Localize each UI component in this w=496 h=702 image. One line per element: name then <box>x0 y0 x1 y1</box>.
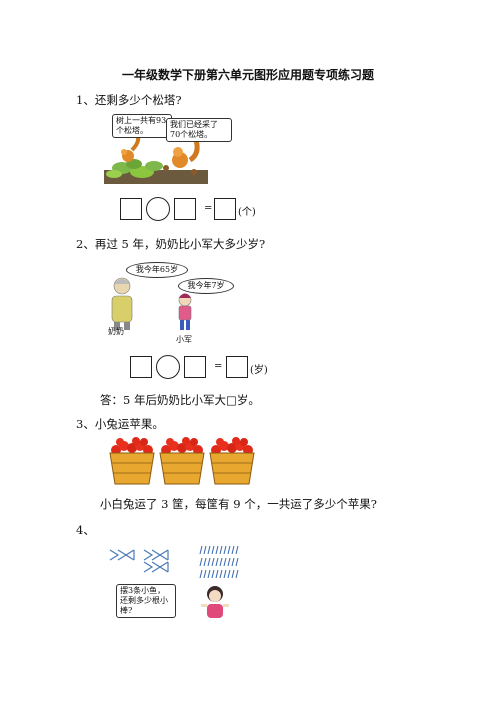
boy-figure <box>172 292 198 332</box>
question-1-illustration <box>102 110 210 188</box>
speech-bubble-right: 我们已经采了70个松塔。 <box>166 118 232 142</box>
girl-figure <box>200 584 230 620</box>
page-title: 一年级数学下册第六单元图形应用题专项练习题 <box>121 68 374 82</box>
answer-box <box>184 356 206 378</box>
question-2-answer: 答：5 年后奶奶比小军大□岁。 <box>100 393 260 407</box>
boy-speech-bubble: 我今年7岁 <box>178 278 234 294</box>
question-1-text: 1、还剩多少个松塔? <box>76 93 182 107</box>
answer-box <box>120 198 142 220</box>
girl-picture <box>201 586 229 618</box>
operator-circle <box>146 197 170 221</box>
stick-fish-picture <box>143 561 169 573</box>
apple-basket-picture <box>109 437 255 485</box>
stick-fish-picture <box>109 549 169 561</box>
question-3-question: 小白兔运了 3 筐，每筐有 9 个，一共运了多少个苹果? <box>100 497 377 511</box>
stick-fish <box>108 546 172 570</box>
boy-picture <box>178 293 192 330</box>
grandma-picture <box>111 277 133 330</box>
speech-bubble-left: 树上一共有93个松塔。 <box>112 114 172 138</box>
sticks-picture <box>199 545 239 579</box>
question-3-text: 3、小兔运苹果。 <box>76 417 164 431</box>
answer-box <box>226 356 248 378</box>
question-4-text: 4、 <box>76 523 95 537</box>
apple-baskets <box>108 436 256 486</box>
answer-box <box>130 356 152 378</box>
question-2-text: 2、再过 5 年，奶奶比小军大多少岁? <box>76 237 266 251</box>
squirrels-picture <box>104 130 208 184</box>
grandma-figure <box>102 276 142 332</box>
question-4-speech-bubble: 摆3条小鱼，还剩多少根小棒? <box>116 584 176 618</box>
grandma-speech-bubble: 我今年65岁 <box>126 262 188 278</box>
unit-label: (岁) <box>250 365 268 376</box>
equals-sign: = <box>204 203 213 214</box>
answer-box <box>214 198 236 220</box>
equals-sign: = <box>214 361 223 372</box>
boy-label: 小军 <box>176 335 192 344</box>
unit-label: (个) <box>238 207 256 218</box>
sticks-bundle <box>198 544 242 582</box>
grandma-label: 奶奶 <box>108 327 124 336</box>
stick-fish-third <box>142 560 178 576</box>
answer-box <box>174 198 196 220</box>
operator-circle <box>156 355 180 379</box>
